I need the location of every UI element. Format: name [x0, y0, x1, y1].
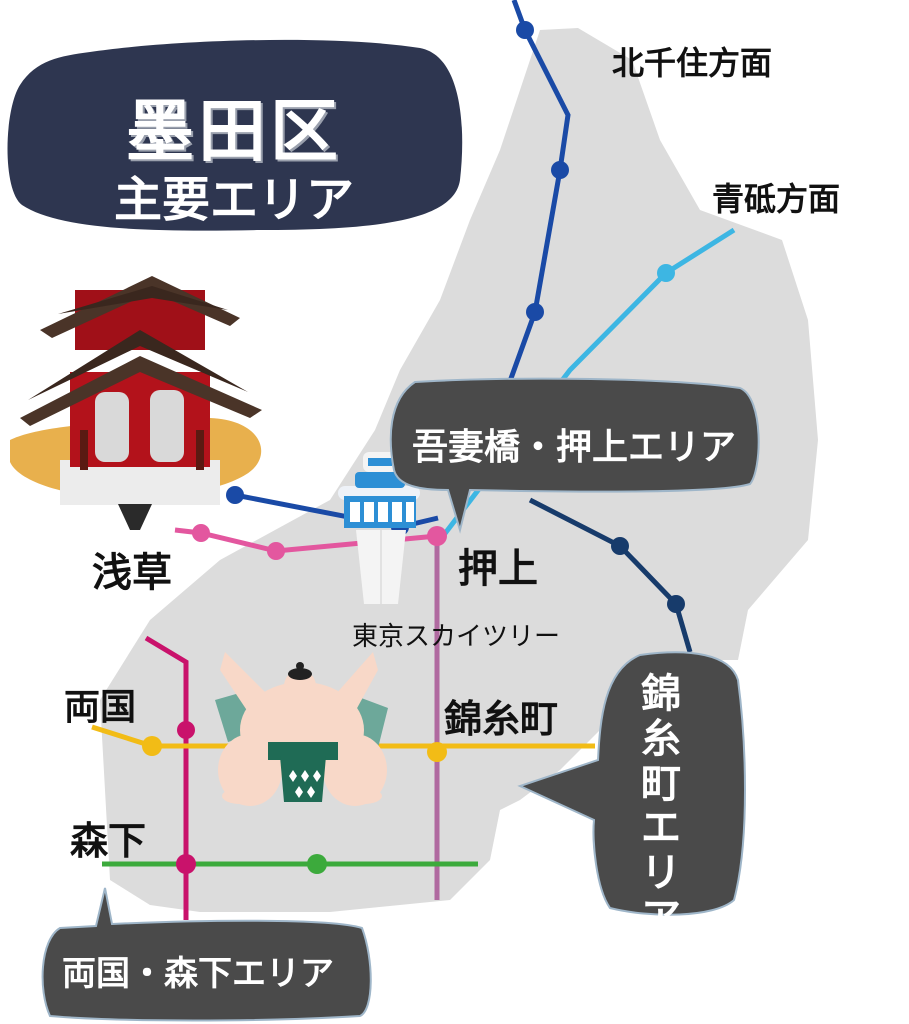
station-dot[interactable] [551, 161, 569, 179]
kaminarimon-temple-icon [10, 276, 262, 530]
station-label-kinshicho[interactable]: 錦糸町 [444, 697, 559, 741]
station-dot-morishita[interactable] [176, 854, 196, 874]
area-label-ryogoku-morishita[interactable]: 両国・森下エリア [62, 954, 334, 994]
rail-line-magenta [144, 635, 189, 920]
station-dot-ryogoku[interactable] [142, 736, 162, 756]
station-dot[interactable] [611, 537, 629, 555]
title-panel [7, 39, 463, 231]
station-dot-kinshicho[interactable] [427, 742, 447, 762]
page-title: 墨田区 [125, 93, 342, 172]
station-dot[interactable] [267, 542, 285, 560]
station-dot[interactable] [177, 721, 195, 739]
direction-label-kitasenju: 北千住方面 [612, 44, 773, 82]
station-label-morishita[interactable]: 森下 [70, 819, 147, 863]
direction-label-aoto: 青砥方面 [712, 180, 841, 218]
rail-line-navy [528, 497, 693, 653]
station-dot[interactable] [657, 264, 675, 282]
station-label-oshiage[interactable]: 押上 [458, 546, 538, 592]
bubble-ryogoku-morishita [41, 887, 372, 1022]
station-dot[interactable] [307, 854, 327, 874]
bubble-azumabashi-oshiage [389, 377, 760, 534]
station-label-ryogoku[interactable]: 両国 [64, 687, 137, 728]
skytree-tower-icon [338, 452, 420, 604]
station-label-asakusa[interactable]: 浅草 [92, 550, 172, 596]
bubble-kinshicho [517, 651, 746, 916]
station-dot-oshiage[interactable] [427, 526, 447, 546]
station-dot[interactable] [192, 524, 210, 542]
area-label-azumabashi-oshiage[interactable]: 吾妻橋・押上エリア [412, 427, 737, 468]
station-dot[interactable] [226, 486, 244, 504]
station-dot[interactable] [516, 21, 534, 39]
area-label-kinshicho[interactable]: 錦糸町エリア [641, 671, 681, 941]
page-subtitle: 主要エリア [113, 172, 354, 228]
rail-line-pink [174, 527, 438, 554]
title-panel-text: 墨田区 主要エリア [8, 42, 460, 232]
sumo-wrestler-icon [215, 652, 388, 806]
landmark-label-skytree: 東京スカイツリー [352, 622, 561, 652]
station-dot[interactable] [667, 595, 685, 613]
station-dot[interactable] [526, 303, 544, 321]
